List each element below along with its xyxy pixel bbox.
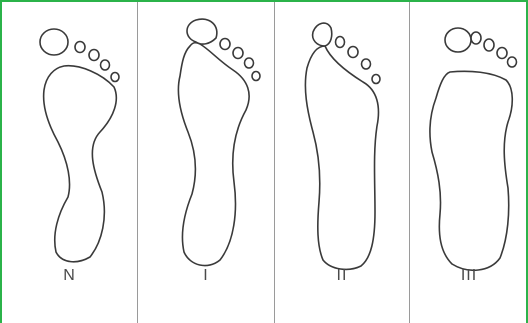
panel-label-iii: III xyxy=(410,267,528,285)
panel-label-ii: II xyxy=(275,267,409,285)
panel-label-n: N xyxy=(2,267,137,285)
panel-ii: II xyxy=(275,2,409,323)
panel-iii: III xyxy=(410,2,528,323)
panel-n: N xyxy=(2,2,137,323)
panel-i: I xyxy=(138,2,274,323)
panel-label-i: I xyxy=(138,267,274,285)
